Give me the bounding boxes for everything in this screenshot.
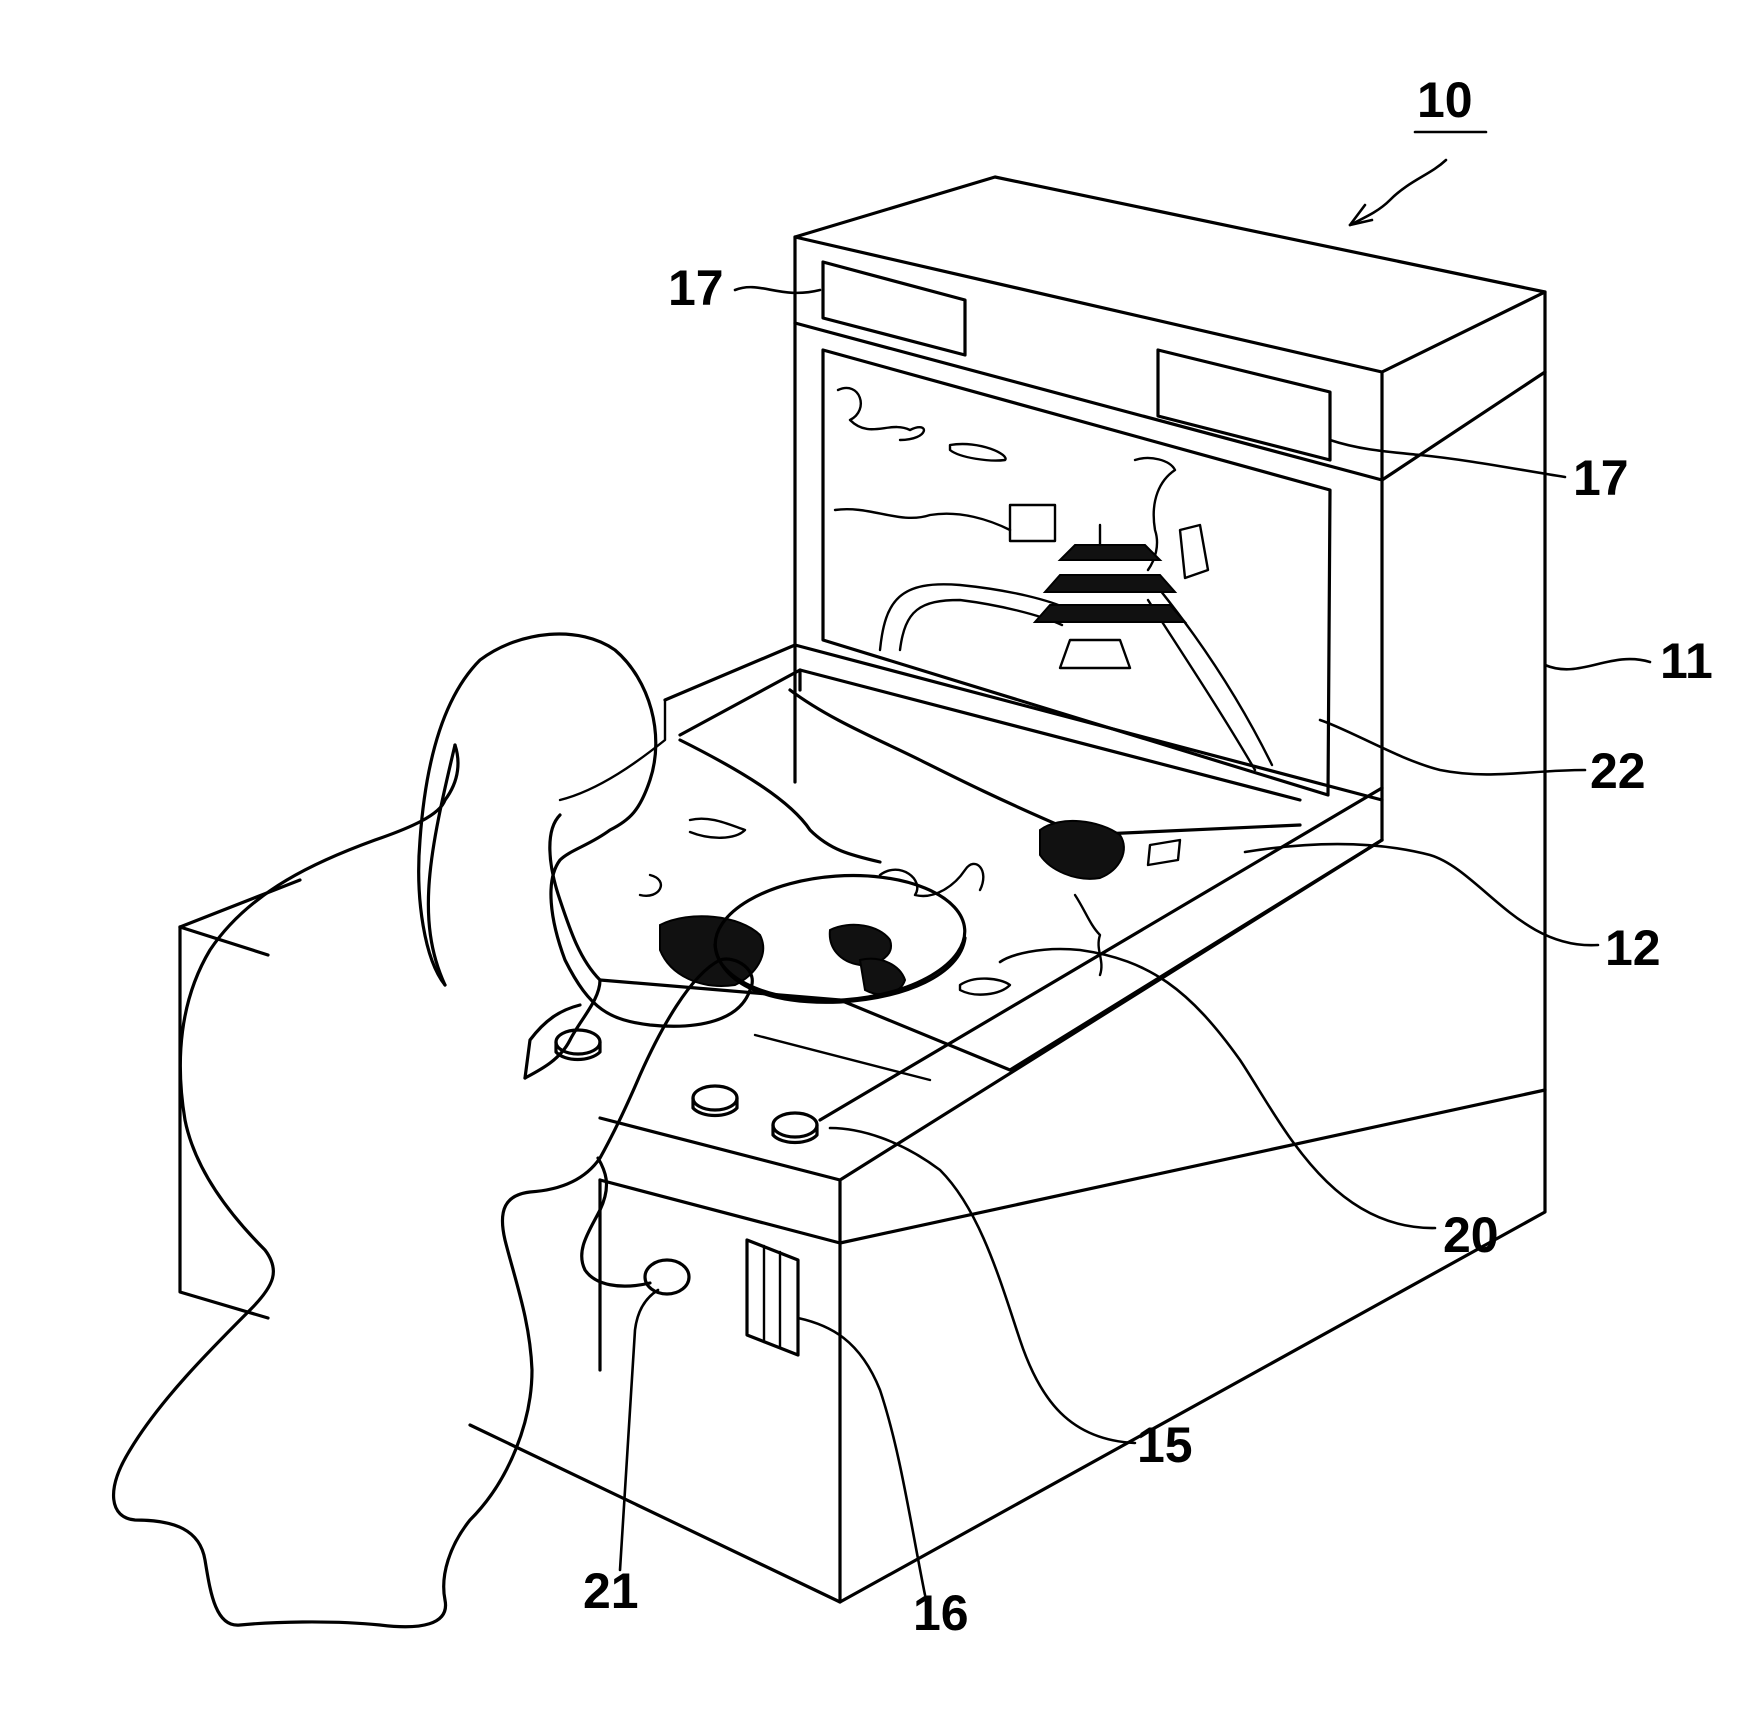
leader-lines — [618, 158, 1652, 1597]
label-17-right: 17 — [1573, 450, 1629, 506]
label-22: 22 — [1590, 743, 1646, 799]
player-silhouette — [111, 632, 754, 1629]
label-16: 16 — [913, 1585, 969, 1641]
reference-numerals: 10 17 17 11 22 12 20 15 21 16 — [583, 72, 1713, 1641]
controller-cable — [580, 1156, 691, 1296]
label-10: 10 — [1417, 72, 1473, 128]
label-17-left: 17 — [668, 260, 724, 316]
label-20: 20 — [1443, 1207, 1499, 1263]
speaker-left — [821, 260, 967, 357]
label-21: 21 — [583, 1563, 639, 1619]
label-11: 11 — [1660, 633, 1713, 689]
button-group — [554, 1028, 819, 1145]
turntable — [713, 873, 967, 1004]
display-screen — [821, 348, 1332, 797]
card-slot — [745, 1238, 800, 1357]
play-field — [523, 643, 1384, 1082]
label-15: 15 — [1137, 1417, 1193, 1473]
label-12: 12 — [1605, 920, 1661, 976]
speaker-right — [1156, 348, 1332, 462]
pagoda-icon — [1032, 523, 1188, 670]
cabinet-housing — [178, 175, 1547, 1604]
